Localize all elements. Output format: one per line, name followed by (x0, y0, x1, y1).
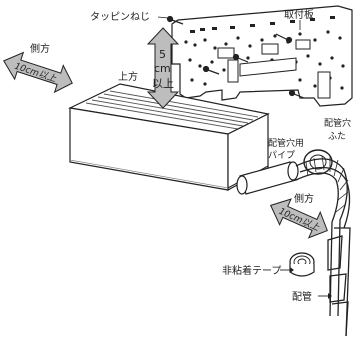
piping-label: 配管 (292, 290, 312, 303)
top-label: 上方 (118, 70, 138, 83)
side-right-label: 側方 (294, 192, 314, 205)
piping-bundle (295, 155, 351, 337)
tape-roll (289, 252, 315, 277)
non-adhesive-tape-label: 非粘着テープ (222, 264, 281, 277)
top-clearance-arrow: 5 cm 以上 (146, 27, 180, 109)
tapping-screw-label: タッピンねじ (90, 11, 150, 23)
pipe-hole-pipe (236, 161, 299, 195)
mounting-plate-label: 取付板 (284, 8, 314, 21)
pipe-hole-cover (303, 149, 333, 175)
pipe-hole-pipe-label-1: 配管穴用 (268, 137, 304, 149)
pipe-hole-pipe-label-2: パイプ (268, 150, 295, 161)
side-left-label: 側方 (30, 42, 50, 55)
top-dist-5: 5 (159, 48, 166, 61)
tapping-screws (166, 15, 305, 99)
indoor-unit (68, 83, 270, 192)
mounting-plate (171, 5, 353, 107)
pipe-hole-cover-label-2: ふた (328, 131, 346, 142)
side-left-distance: 10cm以上 (13, 61, 58, 85)
top-dist-ijou: 以上 (152, 77, 174, 90)
top-dist-cm: cm (154, 62, 171, 75)
pipe-hole-cover-label-1: 配管穴 (324, 117, 351, 129)
